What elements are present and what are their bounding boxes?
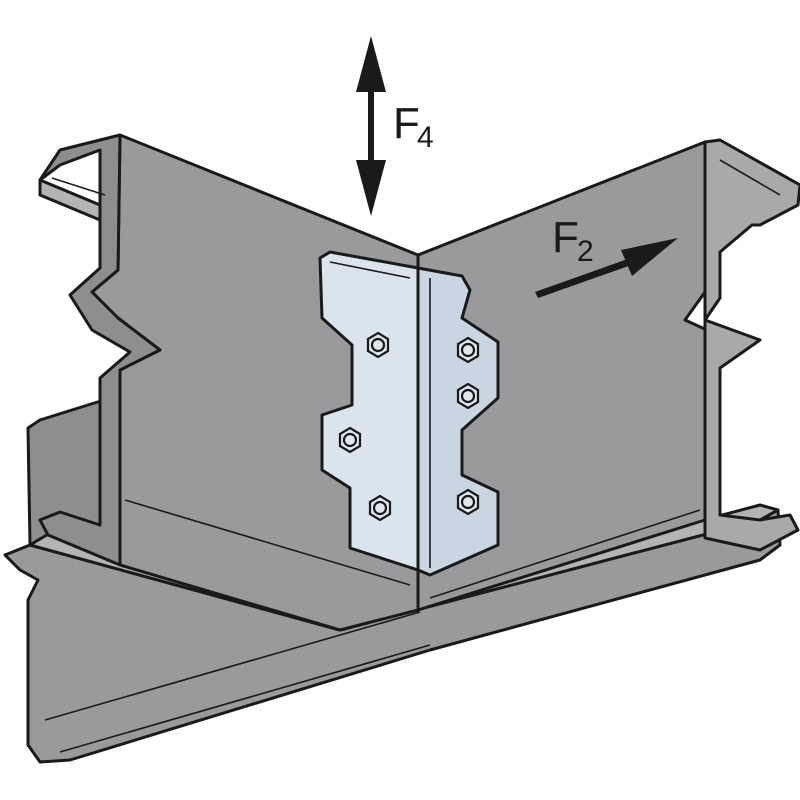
force-label-f2-letter: F xyxy=(552,213,579,262)
force-label-f4-subscript: 4 xyxy=(417,121,434,154)
screw xyxy=(456,382,480,410)
force-arrow-horizontal xyxy=(535,238,678,298)
screw xyxy=(368,494,392,522)
screw xyxy=(338,426,362,454)
force-arrow-vertical xyxy=(356,36,386,216)
force-label-f4: F 4 xyxy=(393,99,434,154)
force-label-f2: F 2 xyxy=(552,213,594,268)
screw xyxy=(456,336,480,364)
screw xyxy=(366,331,390,359)
angle-clip-left-leg xyxy=(318,250,420,572)
force-label-f4-letter: F xyxy=(393,99,420,148)
screw xyxy=(456,488,480,516)
screws xyxy=(338,331,480,522)
force-label-f2-subscript: 2 xyxy=(577,235,594,268)
